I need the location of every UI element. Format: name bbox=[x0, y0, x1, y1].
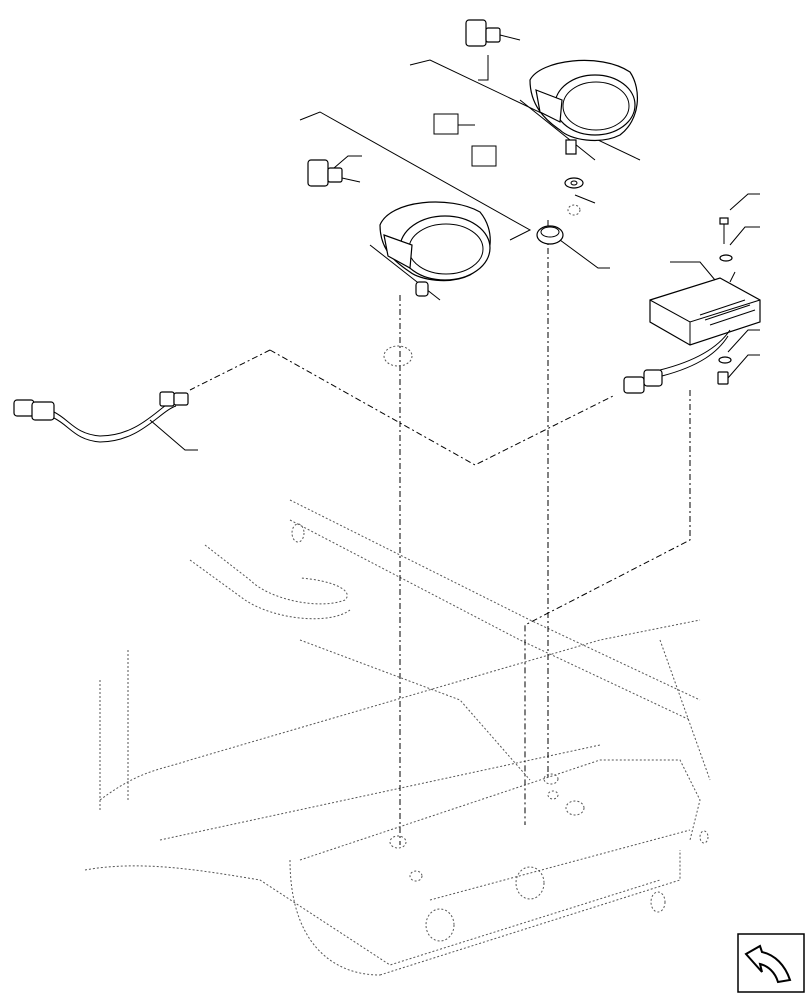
bolt-2 bbox=[719, 217, 729, 244]
assembly-lines bbox=[189, 59, 691, 845]
washer-3-upper bbox=[719, 254, 733, 262]
washer-9 bbox=[564, 177, 584, 216]
work-lamp-upper bbox=[519, 59, 638, 161]
vehicle-body bbox=[84, 499, 711, 976]
callout-box-5 bbox=[433, 113, 459, 135]
callout-leaders bbox=[149, 124, 760, 451]
module-harness bbox=[623, 329, 731, 394]
bulb-top bbox=[465, 19, 521, 81]
bulb-left bbox=[307, 155, 362, 187]
direction-arrow-icon[interactable] bbox=[737, 933, 805, 993]
work-lamp-lower bbox=[369, 201, 491, 301]
star-washer bbox=[383, 345, 413, 367]
nut-1 bbox=[717, 371, 729, 385]
grommet-7 bbox=[536, 225, 564, 245]
callout-box-6 bbox=[471, 145, 497, 167]
wire-harness-8 bbox=[13, 391, 189, 443]
washer-3-lower bbox=[718, 356, 732, 364]
control-module-4 bbox=[649, 271, 761, 346]
